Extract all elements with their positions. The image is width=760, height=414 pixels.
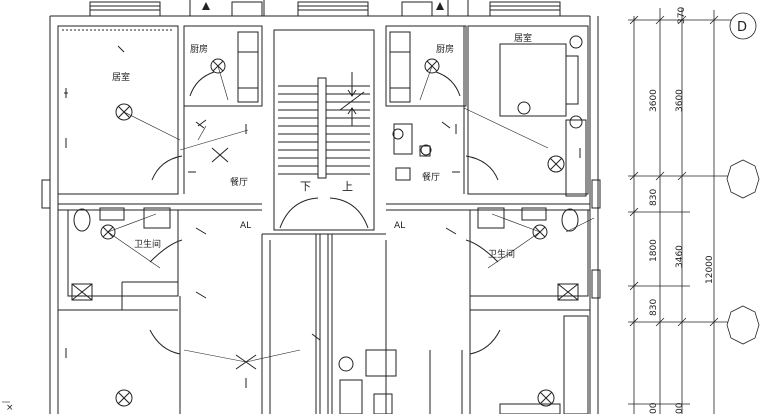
dim-830-b: 830	[649, 299, 659, 316]
dimension-lines	[628, 8, 740, 414]
grid-axis-label-d: D	[737, 20, 747, 35]
room-label-dining-right: 餐厅	[422, 171, 440, 183]
grid-axis-d	[729, 12, 757, 40]
grid-axis-marker-1	[726, 159, 760, 199]
stair-break-line	[339, 91, 365, 111]
dining-table	[393, 123, 413, 155]
room-label-kitchen-right: 厨房	[436, 43, 454, 55]
dim-830-a: 830	[649, 189, 659, 206]
room-label-dining-left: 餐厅	[230, 176, 248, 188]
dim-3600-a: 3600	[649, 89, 659, 112]
kitchen-right	[385, 25, 467, 107]
room-label-kitchen-left: 厨房	[190, 43, 208, 55]
room-label-bathroom-left: 卫生间	[134, 238, 161, 250]
window-top-3	[489, 1, 561, 17]
window-top-1	[89, 1, 161, 17]
arrow-marker-right	[436, 2, 444, 10]
dim-3600-b: 3600	[675, 89, 685, 112]
socket-icon	[64, 45, 581, 388]
washbasin-icon	[143, 207, 171, 229]
panel-label-left: AL	[240, 221, 251, 231]
dim-12000: 12000	[705, 255, 715, 284]
cross-marker: ×	[6, 403, 14, 413]
room-label-bedroom-left: 居室	[112, 71, 130, 83]
bed-icon	[499, 43, 567, 117]
stair	[273, 29, 375, 231]
dim-00-b: 00	[675, 402, 685, 414]
dim-3460: 3460	[675, 245, 685, 268]
arrow-marker-left	[202, 2, 210, 10]
stair-arrow-icon	[347, 72, 357, 97]
stair-label-down: 下	[300, 180, 311, 193]
bedroom-left	[57, 25, 179, 195]
room-label-bedroom-right: 居室	[514, 32, 532, 44]
stair-label-up: 上	[342, 180, 353, 193]
room-label-bathroom-right: 卫生间	[488, 248, 515, 260]
panel-label-right: AL	[394, 221, 405, 231]
bathroom-left	[67, 209, 179, 297]
kitchen-left	[183, 25, 263, 107]
bedroom-right	[467, 25, 589, 195]
grid-axis-marker-2	[726, 305, 760, 345]
dim-00-a: 00	[649, 402, 659, 414]
stair-treads	[278, 85, 370, 175]
toilet-icon	[73, 208, 91, 232]
ceiling-light-icon	[115, 103, 133, 121]
dim-1800: 1800	[649, 239, 659, 262]
bathroom-right	[469, 209, 589, 297]
window-top-2	[297, 1, 369, 17]
dim-370: 370	[677, 7, 687, 24]
switch-icon	[195, 119, 457, 341]
